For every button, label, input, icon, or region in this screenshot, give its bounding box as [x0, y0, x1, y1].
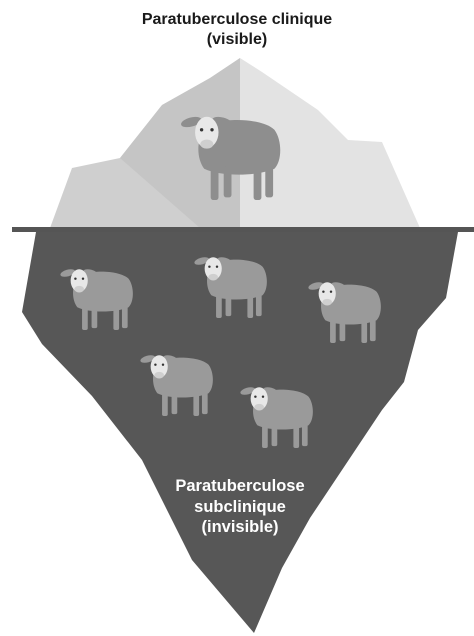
visible-label-line2: (visible)	[0, 30, 474, 50]
invisible-label-line3: (invisible)	[140, 517, 340, 538]
visible-label-line1: Paratuberculose clinique	[0, 10, 474, 30]
visible-label: Paratuberculose clinique (visible)	[0, 10, 474, 50]
invisible-label-line1: Paratuberculose	[140, 476, 340, 497]
waterline	[12, 227, 474, 232]
invisible-label-line2: subclinique	[140, 497, 340, 518]
invisible-label: Paratuberculose subclinique (invisible)	[140, 476, 340, 538]
